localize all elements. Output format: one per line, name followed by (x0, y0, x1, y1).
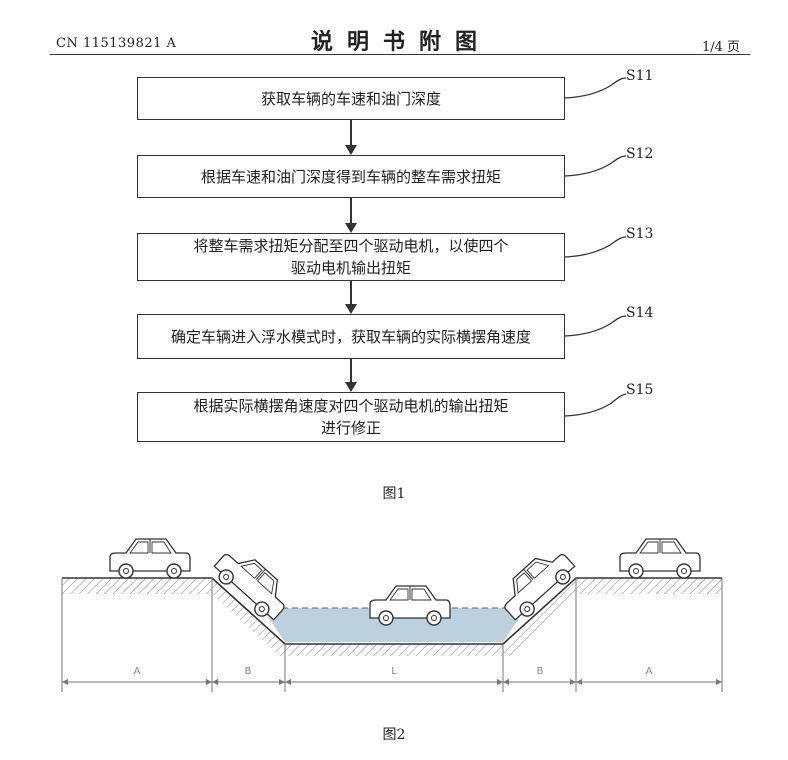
flow-step-s11: 获取车辆的车速和油门深度 (137, 77, 565, 120)
flow-step-s15: 根据实际横摆角速度对四个驱动电机的输出扭矩 进行修正 (137, 392, 565, 442)
section-lines (61, 578, 723, 692)
page-title: 说明书附图 (310, 29, 491, 55)
dimension-label-l: L (391, 666, 397, 677)
step-text: 获取车辆的车速和油门深度 (260, 89, 441, 108)
flow-arrow (345, 198, 357, 233)
dimension-label-a: A (134, 666, 141, 677)
step-label-s13: S13 (626, 226, 654, 242)
ground-profile (62, 577, 722, 645)
flow-arrow (345, 281, 357, 314)
step-text-line2: 进行修正 (320, 419, 381, 437)
flow-step-s14: 确定车辆进入浮水模式时，获取车辆的实际横摆角速度 (137, 314, 565, 359)
header-rule (50, 54, 750, 55)
step-text-line1: 根据实际横摆角速度对四个驱动电机的输出扭矩 (193, 397, 509, 415)
flow-arrow (345, 359, 357, 392)
figure-2-caption: 图2 (382, 727, 406, 743)
step-label-s14: S14 (626, 305, 654, 321)
water-body (262, 608, 526, 642)
patent-number: CN 115139821 A (56, 36, 177, 51)
ground-hatch (62, 578, 722, 656)
leader-line (564, 155, 627, 177)
step-text: 根据车速和油门深度得到车辆的整车需求扭矩 (200, 167, 501, 186)
flow-step-s13: 将整车需求扭矩分配至四个驱动电机，以使四个 驱动电机输出扭矩 (137, 233, 565, 281)
car-on-bank-left (109, 538, 191, 579)
step-text: 确定车辆进入浮水模式时，获取车辆的实际横摆角速度 (170, 327, 531, 346)
step-label-s15: S15 (626, 382, 654, 398)
label-leader-lines (564, 77, 627, 417)
ditch-scene-diagram: A B L B A (61, 538, 723, 692)
step-text-line1: 将整车需求扭矩分配至四个驱动电机，以使四个 (193, 237, 509, 255)
leader-line (564, 77, 627, 99)
dimension-label-b: B (537, 666, 544, 677)
step-label-s11: S11 (626, 68, 654, 84)
leader-line (564, 315, 627, 337)
flow-arrow (345, 120, 357, 155)
dimension-label-b: B (245, 666, 252, 677)
leader-line (564, 236, 627, 258)
step-text-line2: 驱动电机输出扭矩 (290, 259, 411, 277)
page-number: 1/4 页 (701, 40, 740, 55)
flow-step-s12: 根据车速和油门深度得到车辆的整车需求扭矩 (137, 155, 565, 198)
car-on-bank-right (619, 538, 701, 579)
leader-line (564, 393, 627, 417)
step-label-s12: S12 (626, 146, 654, 162)
dimension-ticks (62, 679, 722, 685)
dimension-label-a: A (646, 666, 653, 677)
figure-1-caption: 图1 (382, 486, 406, 502)
